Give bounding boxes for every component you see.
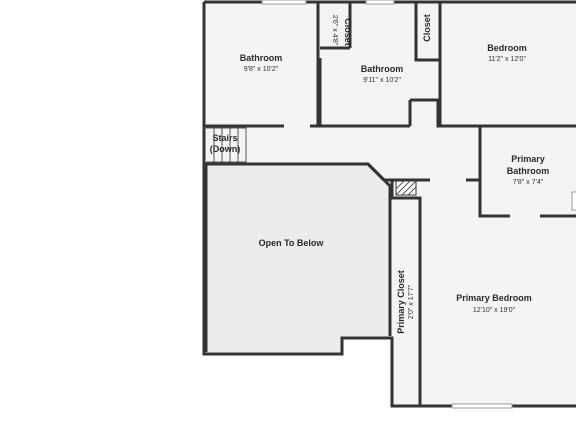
closet-1-name: Closet bbox=[343, 18, 353, 46]
door-opening bbox=[284, 124, 310, 129]
structural-column bbox=[395, 180, 417, 196]
window bbox=[365, 0, 395, 5]
stairs-label-line1: Stairs bbox=[212, 133, 237, 143]
stairs-treads bbox=[206, 127, 247, 163]
door-opening bbox=[430, 178, 466, 183]
bathroom-1-name: Bathroom bbox=[240, 53, 283, 63]
primary-closet-dims: 2'0" x 17'7" bbox=[408, 284, 415, 319]
closet-2-name: Closet bbox=[422, 14, 432, 42]
bathroom-2-walls bbox=[318, 98, 480, 128]
primary-closet-walls bbox=[390, 180, 422, 406]
primary-closet-name: Primary Closet bbox=[396, 270, 406, 334]
window bbox=[571, 191, 576, 211]
primary-bathroom-dims: 7'8" x 7'4" bbox=[513, 179, 544, 186]
bedroom-dims: 11'2" x 12'0" bbox=[488, 56, 526, 63]
open-to-below-walls bbox=[204, 162, 392, 352]
primary-bedroom-name: Primary Bedroom bbox=[456, 293, 532, 303]
open-to-below-name: Open To Below bbox=[259, 238, 325, 248]
bathroom-2-dims: 9'11" x 10'2" bbox=[363, 77, 401, 84]
bathroom-1-dims: 9'8" x 10'2" bbox=[244, 66, 279, 73]
bathroom-2-name: Bathroom bbox=[361, 64, 404, 74]
closet-2-walls bbox=[414, 2, 442, 126]
window bbox=[261, 0, 307, 5]
stairs-label-line2: (Down) bbox=[210, 144, 241, 154]
closet-1-dims: 2'6" x 4'8" bbox=[331, 15, 338, 46]
window bbox=[451, 403, 513, 409]
closet-1-walls bbox=[318, 2, 352, 126]
primary-bathroom-walls bbox=[478, 124, 576, 218]
open-to-below-area bbox=[206, 164, 390, 352]
bedroom-name: Bedroom bbox=[487, 43, 527, 53]
primary-bathroom-name-line2: Bathroom bbox=[507, 166, 550, 176]
door-opening bbox=[510, 214, 540, 219]
primary-bedroom-dims: 12'10" x 19'0" bbox=[473, 307, 516, 314]
primary-bathroom-name-line1: Primary bbox=[511, 154, 545, 164]
